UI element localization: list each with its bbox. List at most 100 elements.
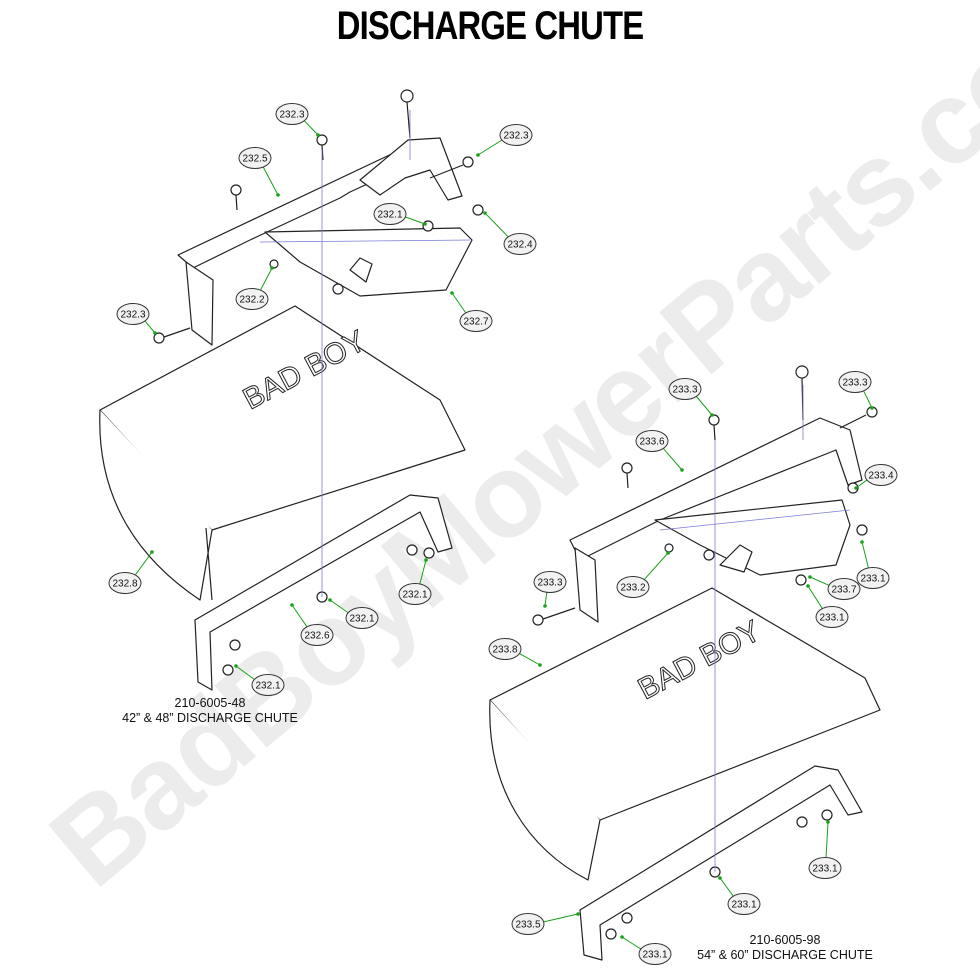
callout: 233.1	[620, 935, 672, 965]
callout-leader-line	[544, 592, 548, 607]
callout-leader-arrowhead	[153, 331, 157, 335]
callout: 233.2	[616, 551, 670, 598]
callout: 233.3	[668, 378, 714, 417]
callout-leader-arrowhead	[328, 598, 332, 602]
callout-leader-arrowhead	[234, 664, 238, 668]
callout-label: 233.1	[642, 950, 667, 961]
callout: 233.5	[511, 912, 580, 935]
assembly-part-number: 210-6005-98	[749, 933, 821, 947]
callout-leader-arrowhead	[854, 486, 858, 490]
callout-leader-line	[263, 167, 279, 196]
callout-leader-arrowhead	[718, 876, 722, 880]
callout-leader-line	[304, 120, 319, 136]
callout: 233.6	[635, 430, 684, 472]
callout-label: 232.3	[503, 131, 528, 142]
callout: 232.7	[450, 291, 493, 332]
callout: 233.3	[533, 571, 567, 608]
callout-leader-line	[855, 479, 868, 489]
callout: 233.8	[488, 638, 542, 667]
callout-bubble	[727, 893, 761, 915]
callout-leader-arrowhead	[424, 558, 428, 562]
assembly-caption-left: 210-6005-48 42” & 48” DISCHARGE CHUTE	[95, 696, 325, 726]
callout-bubble	[235, 288, 269, 310]
callout: 233.1	[808, 820, 842, 879]
callout-label: 232.8	[112, 579, 137, 590]
callout-leader-line	[719, 877, 734, 897]
callout-leader-line	[260, 267, 273, 290]
callout-leader-arrowhead	[710, 413, 714, 417]
assembly-caption-right: 210-6005-98 54” & 60” DISCHARGE CHUTE	[660, 933, 910, 963]
deflector-232-6	[194, 494, 453, 691]
callout-label: 233.1	[812, 864, 837, 875]
page-title: DISCHARGE CHUTE	[336, 4, 644, 48]
callout-leader-arrowhead	[870, 406, 874, 410]
callout-label: 233.8	[492, 645, 517, 656]
callout-label: 232.4	[507, 240, 532, 251]
callout: 232.3	[275, 103, 320, 137]
callout-leader-arrowhead	[808, 575, 812, 579]
callout-leader-arrowhead	[826, 820, 830, 824]
callout-leader-line	[809, 576, 830, 586]
callout-leader-line	[484, 212, 509, 238]
callout-leader-line	[807, 585, 823, 609]
assembly-left: BAD BOY	[99, 89, 484, 691]
callout-leader-line	[543, 913, 579, 923]
bolts-right	[532, 365, 878, 940]
callout-leader-arrowhead	[620, 935, 624, 939]
callout-bubble	[345, 607, 379, 629]
callout: 232.4	[483, 211, 537, 255]
assembly-description: 54” & 60” DISCHARGE CHUTE	[697, 948, 873, 962]
callout: 232.1	[234, 664, 285, 696]
callout-leader-arrowhead	[450, 291, 454, 295]
callout-leader-line	[329, 599, 349, 614]
callout: 233.1	[806, 584, 849, 628]
callout: 232.8	[108, 550, 154, 594]
callout-label: 232.6	[304, 631, 329, 642]
callout-leader-line	[863, 390, 873, 409]
callout-bubble	[300, 624, 334, 646]
callout-label: 233.1	[731, 900, 756, 911]
callout-leader-arrowhead	[290, 603, 294, 607]
callout-bubble	[668, 378, 702, 400]
callout-leader-arrowhead	[423, 222, 427, 226]
callout-leader-line	[825, 821, 829, 858]
callout-leader-arrowhead	[316, 133, 320, 137]
callout-bubble	[459, 310, 493, 332]
callout-bubble	[398, 583, 432, 605]
callout-bubble	[616, 576, 650, 598]
callout-leader-line	[135, 551, 153, 575]
callout-label: 233.1	[819, 613, 844, 624]
callout-bubble	[856, 567, 890, 589]
callout-bubble	[808, 857, 842, 879]
callout-label: 232.7	[463, 317, 488, 328]
callout-layer: 232.3232.3232.5232.1232.4232.2232.3232.7…	[108, 103, 898, 965]
callout-label: 233.6	[639, 437, 664, 448]
callout-label: 233.3	[842, 378, 867, 389]
hinge-plate-233-7	[654, 499, 851, 576]
callout-label: 233.3	[672, 385, 697, 396]
callout-label: 233.7	[831, 585, 856, 596]
callout-bubble	[116, 303, 150, 325]
callout-label: 232.2	[239, 295, 264, 306]
deflector-233-5	[579, 765, 863, 961]
callout: 232.1	[398, 558, 432, 605]
axis-lines-left	[259, 110, 471, 597]
callout-bubble	[635, 430, 669, 452]
callout-leader-line	[621, 936, 642, 950]
callout-bubble	[838, 371, 872, 393]
callout-label: 233.2	[620, 583, 645, 594]
callout: 233.1	[718, 876, 761, 915]
callout-leader-arrowhead	[483, 211, 487, 215]
callout-bubble	[827, 578, 861, 600]
callout-leader-arrowhead	[476, 153, 480, 157]
callout-leader-line	[235, 665, 255, 680]
callout: 233.1	[856, 540, 890, 589]
callout-bubble	[108, 572, 142, 594]
callout-bubble	[503, 233, 537, 255]
callout-leader-arrowhead	[270, 266, 274, 270]
callout-leader-line	[696, 396, 713, 416]
axis-lines-right	[659, 385, 851, 872]
callout-label: 232.1	[377, 210, 402, 221]
